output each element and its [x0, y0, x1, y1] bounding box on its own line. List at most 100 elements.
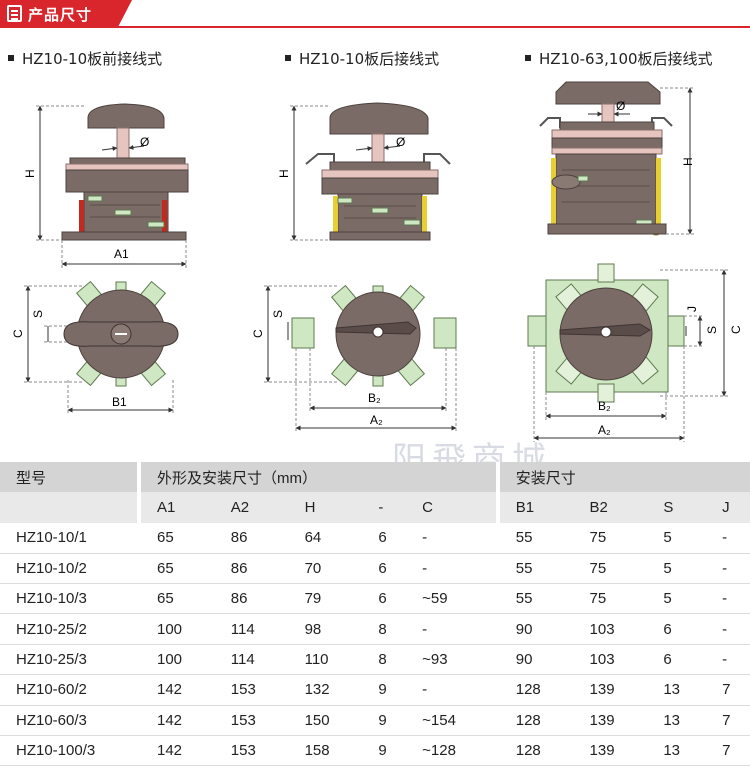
- cell-value: 139: [573, 674, 648, 706]
- cell-value: 158: [288, 735, 363, 767]
- cell-value: 128: [499, 674, 574, 706]
- cell-value: 55: [499, 583, 574, 615]
- cell-value: 55: [499, 553, 574, 585]
- cell-value: 7: [706, 705, 750, 737]
- cell-value: 114: [214, 644, 289, 676]
- cell-model: HZ10-60/2: [0, 674, 137, 706]
- cell-value: 150: [288, 705, 363, 737]
- cell-value: 86: [214, 522, 289, 554]
- dim-b2-label-3: B₂: [598, 399, 611, 413]
- dim-phi-label-2: Ø: [396, 135, 405, 149]
- cell-value: 90: [499, 613, 574, 645]
- column-header: J: [706, 492, 750, 523]
- side-view-rear-wiring: [290, 102, 451, 241]
- cell-value: 142: [141, 674, 215, 706]
- dim-b1-label: B1: [112, 395, 127, 409]
- cell-value: 13: [647, 705, 707, 737]
- side-view-large-rear-wiring: [539, 81, 694, 236]
- cell-value: -: [706, 522, 750, 554]
- cell-value: 13: [647, 674, 707, 706]
- cell-value: 13: [647, 735, 707, 767]
- cell-value: 6: [362, 553, 407, 585]
- section-title: 产品尺寸: [28, 6, 93, 24]
- cell-value: -: [406, 674, 496, 706]
- top-view-large-rear-wiring: [527, 263, 728, 442]
- cell-value: 153: [214, 705, 289, 737]
- top-view-rear-wiring: [264, 284, 457, 432]
- cell-value: 139: [573, 705, 648, 737]
- cell-value: 7: [706, 674, 750, 706]
- column-header: B2: [573, 492, 648, 523]
- column-header: C: [406, 492, 496, 523]
- cell-value: 6: [362, 583, 407, 615]
- dim-s-label: S: [31, 310, 45, 318]
- cell-value: 103: [573, 644, 648, 676]
- header-ribbon: [0, 0, 132, 27]
- column-header: B1: [499, 492, 574, 523]
- cell-value: -: [406, 613, 496, 645]
- cell-value: 128: [499, 705, 574, 737]
- cell-value: 98: [288, 613, 363, 645]
- dim-phi-label-3: Ø: [616, 99, 625, 113]
- cell-model: HZ10-100/3: [0, 735, 137, 767]
- side-view-front-wiring: [36, 103, 189, 268]
- dim-a2-label-3: A₂: [598, 423, 611, 437]
- cell-value: 142: [141, 705, 215, 737]
- dim-h-label: H: [23, 169, 37, 178]
- dim-s-label-3: S: [705, 326, 719, 334]
- cell-value: -: [406, 522, 496, 554]
- cell-value: 153: [214, 674, 289, 706]
- spec-table: 型号 外形及安装尺寸（mm） 安装尺寸 A1 A2 H - C B1 B2 S …: [0, 462, 750, 767]
- cell-value: 65: [141, 522, 215, 554]
- cell-value: ~128: [406, 735, 496, 767]
- cell-value: ~59: [406, 583, 496, 615]
- cell-value: 6: [647, 644, 707, 676]
- cell-value: 6: [362, 522, 407, 554]
- document-icon: [7, 5, 22, 22]
- cell-value: 75: [573, 553, 648, 585]
- cell-value: 9: [362, 705, 407, 737]
- header-outline-dimensions: 外形及安装尺寸（mm）: [141, 462, 496, 493]
- cell-value: 100: [141, 644, 215, 676]
- dim-s-label-2: S: [271, 310, 285, 318]
- dim-b2-label: B₂: [368, 391, 381, 405]
- cell-value: 128: [499, 735, 574, 767]
- cell-model: HZ10-10/3: [0, 583, 137, 615]
- cell-value: -: [706, 553, 750, 585]
- cell-value: -: [706, 613, 750, 645]
- bullet-icon: [525, 54, 531, 61]
- cell-model: HZ10-25/3: [0, 644, 137, 676]
- cell-value: 90: [499, 644, 574, 676]
- cell-model: HZ10-10/2: [0, 553, 137, 585]
- cell-value: 65: [141, 553, 215, 585]
- cell-value: -: [706, 583, 750, 615]
- header-model: 型号: [0, 462, 137, 493]
- cell-value: 7: [706, 735, 750, 767]
- diagram-title-front-wiring: HZ10-10板前接线式: [8, 48, 162, 69]
- bullet-icon: [8, 54, 14, 61]
- header-mounting-dimensions: 安装尺寸: [499, 462, 750, 493]
- column-header: H: [288, 492, 363, 523]
- cell-value: 153: [214, 735, 289, 767]
- cell-value: 5: [647, 583, 707, 615]
- column-header: A1: [141, 492, 215, 523]
- column-header: A2: [214, 492, 289, 523]
- dim-a2-label: A₂: [370, 413, 383, 427]
- column-header: S: [647, 492, 707, 523]
- table-group-header-row: 型号 外形及安装尺寸（mm） 安装尺寸: [0, 462, 750, 493]
- dim-c-label-2: C: [251, 329, 265, 338]
- cell-value: 86: [214, 583, 289, 615]
- section-header: 产品尺寸: [0, 0, 750, 28]
- cell-value: 65: [141, 583, 215, 615]
- dim-c-label-3: C: [729, 325, 743, 334]
- top-view-front-wiring: [24, 280, 179, 414]
- cell-value: 142: [141, 735, 215, 767]
- table-column-header-row: A1 A2 H - C B1 B2 S J: [0, 492, 750, 523]
- cell-model: HZ10-10/1: [0, 522, 137, 554]
